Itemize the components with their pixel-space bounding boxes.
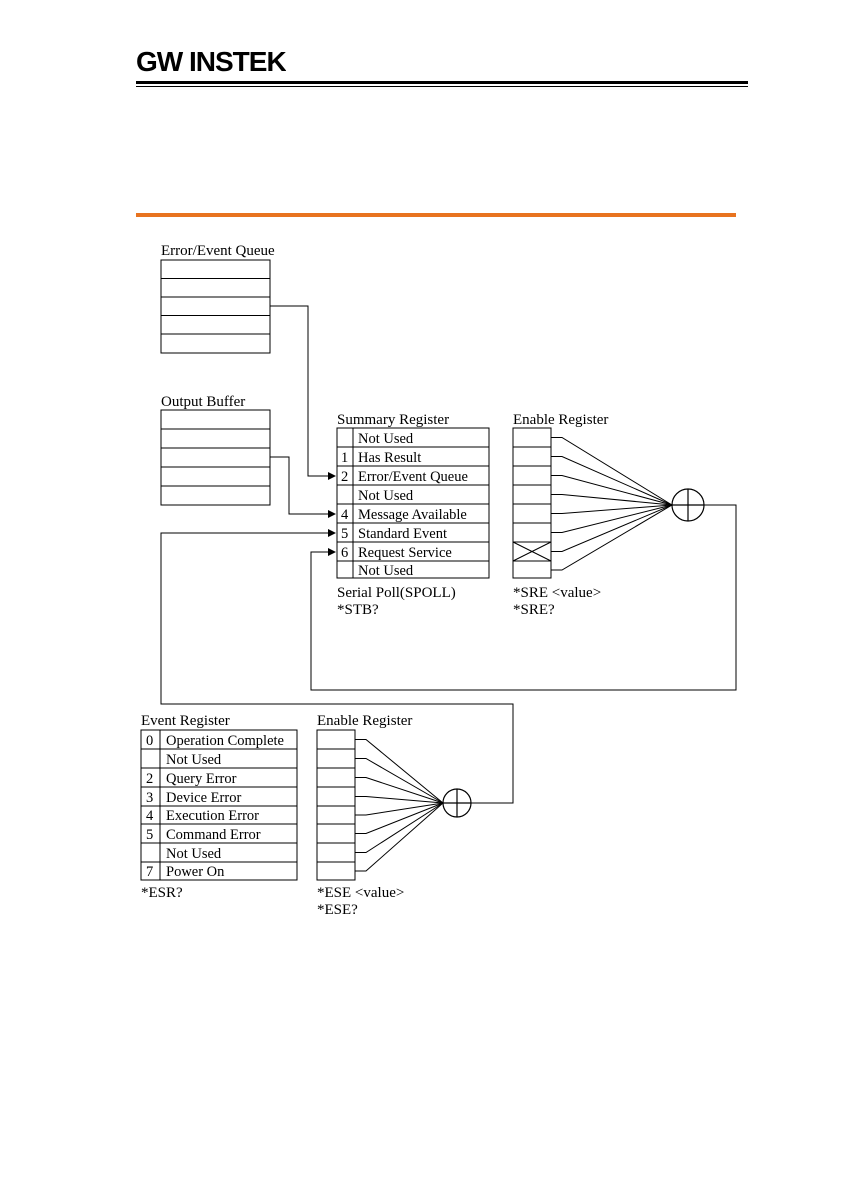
summary-register-title: Summary Register <box>337 412 449 428</box>
sre-to-bit6 <box>310 504 737 691</box>
gw-instek-logo: GW INSTEK <box>136 46 287 79</box>
event-row-label: Power On <box>166 864 225 880</box>
event-row-label: Query Error <box>166 771 237 787</box>
event-row-bit: 7 <box>146 864 153 880</box>
event-row-label: Command Error <box>166 827 261 843</box>
summary-row-bit: 2 <box>341 469 348 485</box>
event-register-title: Event Register <box>141 713 230 729</box>
event-register-grid <box>140 729 298 881</box>
sre-fan-lines <box>551 437 673 571</box>
sre-query-command: *SRE? <box>513 602 555 618</box>
ese-fan-lines <box>355 739 444 872</box>
event-row-label: Not Used <box>166 752 222 768</box>
stb-query-command: *STB? <box>337 602 379 618</box>
summary-row-label: Has Result <box>358 450 421 466</box>
sre-or-gate-symbol <box>671 488 705 522</box>
event-row-label: Operation Complete <box>166 733 284 749</box>
event-row-label: Execution Error <box>166 808 259 824</box>
event-register-rows: 0 Operation Complete Not Used 2 Query Er… <box>146 733 284 880</box>
summary-row-bit: 1 <box>341 450 348 466</box>
summary-row-label: Error/Event Queue <box>358 469 468 485</box>
esr-query-command: *ESR? <box>141 885 183 901</box>
sre-set-command: *SRE <value> <box>513 585 601 601</box>
error-queue-to-bit2 <box>270 305 336 480</box>
serial-poll-command: Serial Poll(SPOLL) <box>337 585 456 601</box>
ese-register-grid <box>316 729 356 881</box>
summary-register-rows: Not Used 1 Has Result 2 Error/Event Queu… <box>341 431 468 579</box>
ese-register-title: Enable Register <box>317 713 412 729</box>
logo-text: GW INSTEK <box>136 48 286 74</box>
output-buffer-title: Output Buffer <box>161 394 245 410</box>
event-row-bit: 0 <box>146 733 153 749</box>
event-summary-to-bit5 <box>160 529 514 804</box>
error-queue-title: Error/Event Queue <box>161 243 275 259</box>
header-rule-thick <box>136 81 748 84</box>
ese-or-gate-symbol <box>442 788 472 818</box>
logo-graphic: GW INSTEK <box>136 46 287 77</box>
summary-row-label: Request Service <box>358 545 452 561</box>
sre-register-title: Enable Register <box>513 412 608 428</box>
event-row-label: Not Used <box>166 846 222 862</box>
summary-row-label: Standard Event <box>358 526 447 542</box>
summary-row-bit: 6 <box>341 545 348 561</box>
summary-row-label: Not Used <box>358 488 414 504</box>
sre-register-grid <box>512 427 552 579</box>
ese-set-command: *ESE <value> <box>317 885 404 901</box>
event-row-bit: 2 <box>146 771 153 787</box>
summary-row-label: Message Available <box>358 507 467 523</box>
event-row-bit: 5 <box>146 827 153 843</box>
summary-row-label: Not Used <box>358 563 414 579</box>
output-buffer-cells <box>160 409 271 506</box>
summary-row-label: Not Used <box>358 431 414 447</box>
ese-query-command: *ESE? <box>317 902 358 918</box>
error-queue-cells <box>160 259 271 354</box>
output-buffer-to-bit4 <box>270 456 336 518</box>
section-divider <box>136 213 736 217</box>
summary-row-bit: 5 <box>341 526 348 542</box>
summary-register-grid <box>336 427 490 579</box>
header-rule-thin <box>136 86 748 87</box>
event-row-bit: 4 <box>146 808 154 824</box>
connector-lines <box>160 305 737 804</box>
event-row-bit: 3 <box>146 790 153 806</box>
event-row-label: Device Error <box>166 790 241 806</box>
summary-row-bit: 4 <box>341 507 349 523</box>
